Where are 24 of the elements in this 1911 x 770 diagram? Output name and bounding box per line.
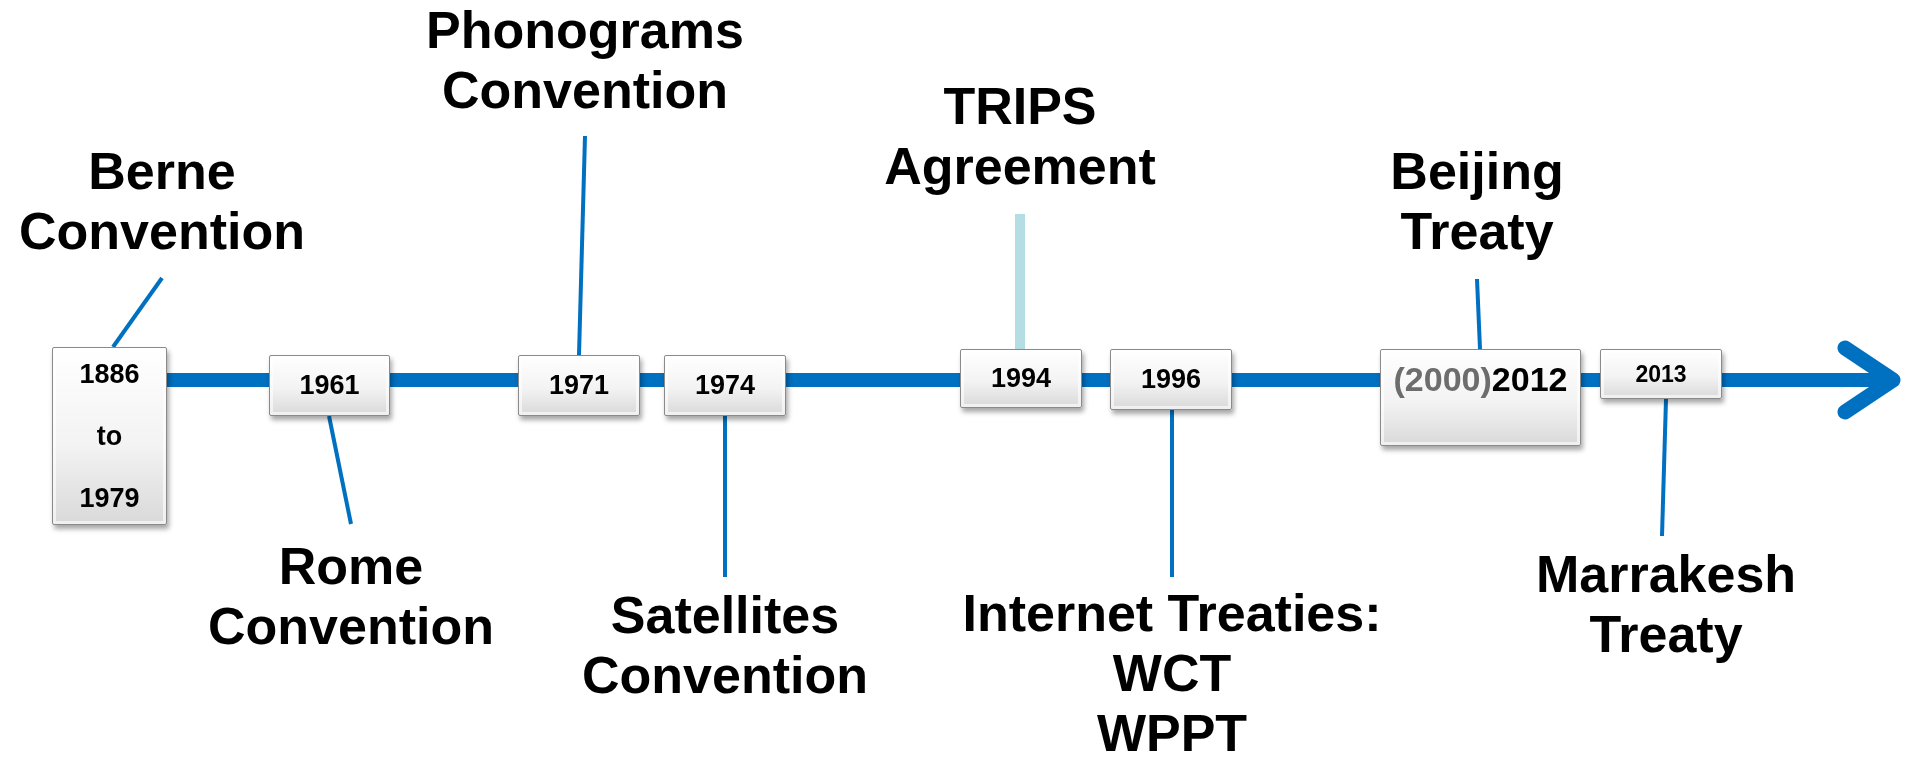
treaty-label: Satellites Convention xyxy=(560,585,890,705)
leader-line xyxy=(1475,278,1482,350)
treaty-label: Beijing Treaty xyxy=(1342,141,1612,261)
year-box: 1974 xyxy=(664,355,786,416)
leader-line xyxy=(111,276,164,349)
treaty-label: Internet Treaties: WCT WPPT xyxy=(937,583,1407,763)
year-box: 1996 xyxy=(1110,349,1232,410)
leader-line xyxy=(327,415,353,525)
treaty-label: Rome Convention xyxy=(186,536,516,656)
year-box: (2000)2012 xyxy=(1380,349,1581,446)
year-box: 2013 xyxy=(1600,349,1722,399)
treaty-label: TRIPS Agreement xyxy=(860,76,1180,196)
leader-line xyxy=(1660,398,1668,537)
leader-line xyxy=(1170,410,1174,577)
leader-line xyxy=(577,135,587,356)
leader-line xyxy=(1015,214,1025,349)
year-box: 1886 to 1979 xyxy=(52,347,167,525)
year-box: 1971 xyxy=(518,355,640,416)
year-box: 1961 xyxy=(269,355,390,416)
treaty-label: Marrakesh Treaty xyxy=(1501,544,1831,664)
treaty-label: Berne Convention xyxy=(0,141,327,261)
treaty-label: Phonograms Convention xyxy=(395,0,775,120)
year-box: 1994 xyxy=(960,349,1082,408)
leader-line xyxy=(723,416,727,577)
